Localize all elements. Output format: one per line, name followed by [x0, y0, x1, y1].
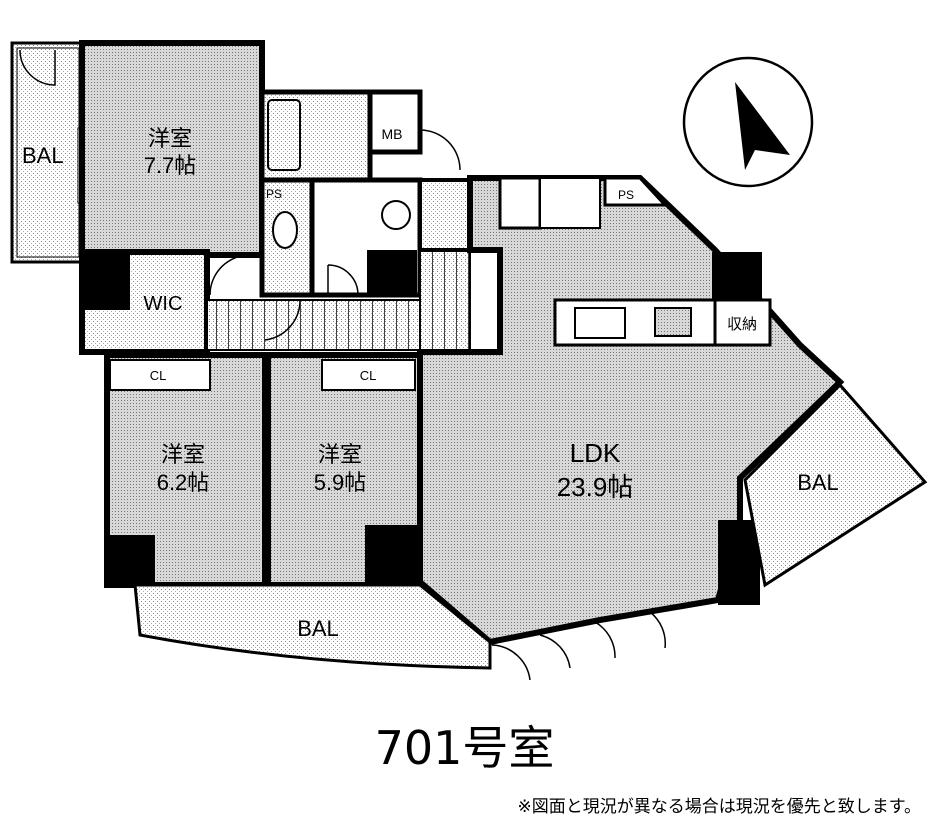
label-cl1: CL — [150, 368, 167, 383]
toilet-icon — [272, 211, 298, 249]
closet-1 — [109, 359, 211, 391]
sink-icon — [381, 200, 411, 230]
room-mb — [367, 89, 423, 155]
label-western1-size: 7.7帖 — [144, 153, 197, 178]
label-mb: MB — [382, 126, 403, 142]
disclaimer-note: ※図面と現況が異なる場合は現況を優先と致します。 — [517, 797, 921, 817]
pillar — [712, 252, 762, 302]
bathtub-icon — [267, 99, 301, 171]
pillar — [107, 535, 155, 585]
label-western2-name: 洋室 — [161, 442, 205, 467]
pillar — [718, 520, 760, 605]
pillar — [367, 250, 417, 295]
room-ps2 — [603, 176, 669, 207]
label-cl2: CL — [360, 368, 377, 383]
label-western1-name: 洋室 — [148, 126, 192, 151]
label-western2-size: 6.2帖 — [157, 470, 210, 495]
bathroom — [259, 89, 373, 183]
label-ldk-name: LDK — [570, 438, 621, 468]
label-ps1: PS — [266, 187, 282, 201]
room-storage — [713, 298, 772, 347]
label-western3-name: 洋室 — [318, 442, 362, 467]
balcony-left — [10, 41, 84, 264]
label-wic: WIC — [144, 293, 183, 315]
label-bal-right: BAL — [797, 470, 839, 495]
pillar — [82, 255, 130, 310]
label-ldk-size: 23.9帖 — [557, 472, 634, 502]
label-ps2: PS — [618, 188, 634, 202]
label-western3-size: 5.9帖 — [314, 470, 367, 495]
label-storage: 収納 — [727, 316, 757, 333]
compass-icon — [682, 56, 814, 188]
door-swing — [19, 49, 56, 86]
fridge-space — [498, 176, 542, 230]
label-bal-bottom: BAL — [297, 616, 339, 641]
label-bal-left: BAL — [22, 143, 64, 168]
kitchen-sink-icon — [574, 307, 626, 339]
pillar — [365, 525, 420, 585]
stove-icon — [654, 307, 692, 337]
balcony-right — [743, 382, 928, 588]
balcony-bottom — [133, 583, 492, 670]
hallway-entrance — [419, 249, 471, 351]
closet-2 — [321, 359, 416, 391]
unit-title: 701号室 — [374, 721, 555, 775]
